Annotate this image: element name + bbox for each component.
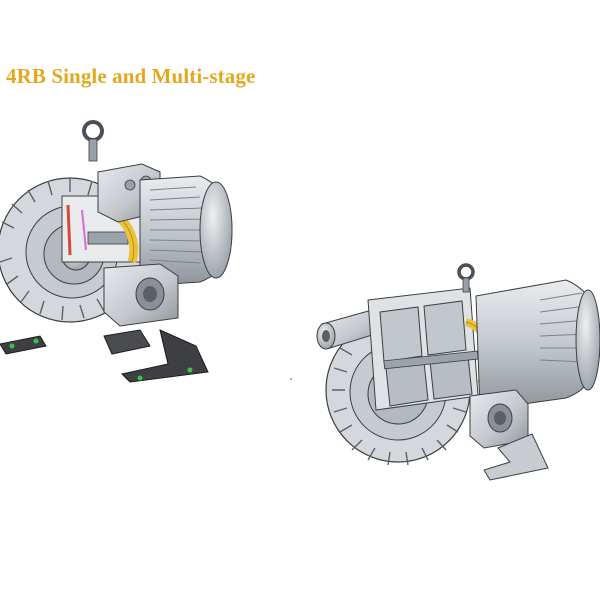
lifting-eye [457, 263, 475, 293]
lifting-eye [82, 120, 104, 162]
stray-mark [290, 378, 292, 380]
cutaway-section [367, 287, 494, 411]
motor [475, 279, 600, 411]
page-title: 4RB Single and Multi-stage [6, 64, 256, 88]
outlet-port [103, 263, 179, 327]
motor [139, 175, 233, 287]
multi-stage-blower [316, 263, 600, 481]
mounting-feet [0, 329, 209, 383]
single-stage-blower [0, 120, 233, 383]
inlet-pipe [316, 309, 383, 350]
mounting-foot [483, 433, 549, 481]
